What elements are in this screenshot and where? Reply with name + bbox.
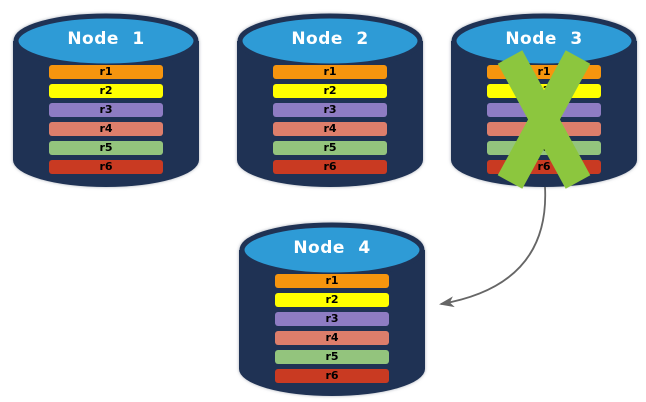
row-label: r1 [99, 65, 113, 78]
row-label: r2 [323, 84, 337, 97]
row-label: r3 [325, 312, 339, 325]
row-label: r3 [323, 103, 337, 116]
row-label: r2 [99, 84, 113, 97]
row-label: r6 [325, 369, 339, 382]
row-label: r1 [537, 65, 551, 78]
row-r1: r1 [273, 65, 387, 79]
row-r3: r3 [273, 103, 387, 117]
row-r5: r5 [49, 141, 163, 155]
node-1: Node 1 r1 r2 r3 r4 r5 r6 [11, 8, 201, 193]
node-4: Node 4 r1 r2 r3 r4 r5 r6 [237, 217, 427, 402]
failover-arrow [439, 186, 547, 308]
node-3: Node 3 r1 r2 r3 r4 r5 r6 [449, 8, 639, 193]
row-label: r4 [323, 122, 337, 135]
failure-x-icon [497, 50, 591, 189]
row-label: r4 [325, 331, 339, 344]
row-r4: r4 [275, 331, 389, 345]
row-r1: r1 [49, 65, 163, 79]
row-label: r5 [99, 141, 113, 154]
node-2: Node 2 r1 r2 r3 r4 r5 r6 [235, 8, 425, 193]
row-label: r1 [325, 274, 339, 287]
row-r2: r2 [275, 293, 389, 307]
row-r3: r3 [49, 103, 163, 117]
row-list: r1 r2 r3 r4 r5 r6 [275, 274, 389, 388]
node-title: Node 1 [67, 29, 145, 49]
row-label: r3 [99, 103, 113, 116]
row-r6: r6 [273, 160, 387, 174]
row-label: r1 [323, 65, 337, 78]
row-label: r5 [325, 350, 339, 363]
row-r5: r5 [273, 141, 387, 155]
row-label: r6 [537, 160, 551, 173]
row-r6: r6 [275, 369, 389, 383]
node-title: Node 2 [291, 29, 369, 49]
node-title: Node 3 [505, 29, 583, 49]
node-title: Node 4 [293, 238, 371, 258]
row-r1: r1 [275, 274, 389, 288]
row-label: r6 [99, 160, 113, 173]
row-r4: r4 [49, 122, 163, 136]
row-r2: r2 [273, 84, 387, 98]
row-r4: r4 [273, 122, 387, 136]
row-r5: r5 [275, 350, 389, 364]
row-r3: r3 [275, 312, 389, 326]
row-list: r1 r2 r3 r4 r5 r6 [49, 65, 163, 179]
row-label: r4 [99, 122, 113, 135]
row-r2: r2 [49, 84, 163, 98]
row-r6: r6 [49, 160, 163, 174]
row-label: r6 [323, 160, 337, 173]
row-label: r2 [325, 293, 339, 306]
row-list: r1 r2 r3 r4 r5 r6 [273, 65, 387, 179]
row-label: r5 [323, 141, 337, 154]
